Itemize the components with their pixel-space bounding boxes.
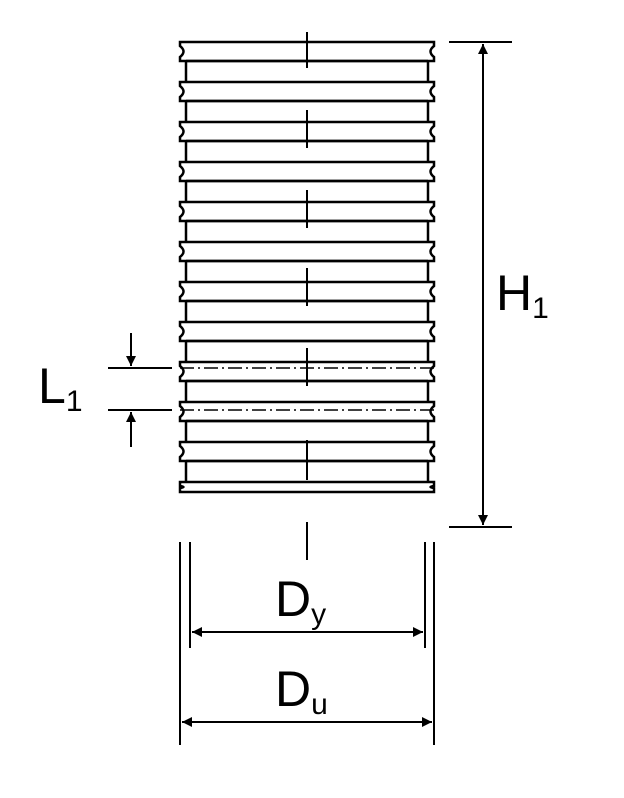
outer-diameter-label: Du — [275, 661, 328, 721]
pitch-label: L1 — [38, 358, 83, 418]
pitch-dimension — [108, 333, 172, 447]
pipe-rib — [178, 480, 436, 494]
corrugated-pipe — [178, 40, 436, 494]
pipe-rib — [178, 240, 436, 263]
inner-diameter-label: Dy — [275, 571, 326, 631]
outer-diameter-dimension — [179, 542, 435, 745]
pipe-rib — [178, 400, 436, 423]
height-label: H1 — [496, 265, 549, 325]
pipe-rib — [178, 320, 436, 343]
height-dimension — [449, 41, 512, 528]
inner-diameter-dimension — [189, 542, 426, 648]
pitch-center-lines — [180, 367, 434, 411]
pipe-rib — [178, 160, 436, 183]
pipe-rib — [178, 80, 436, 103]
